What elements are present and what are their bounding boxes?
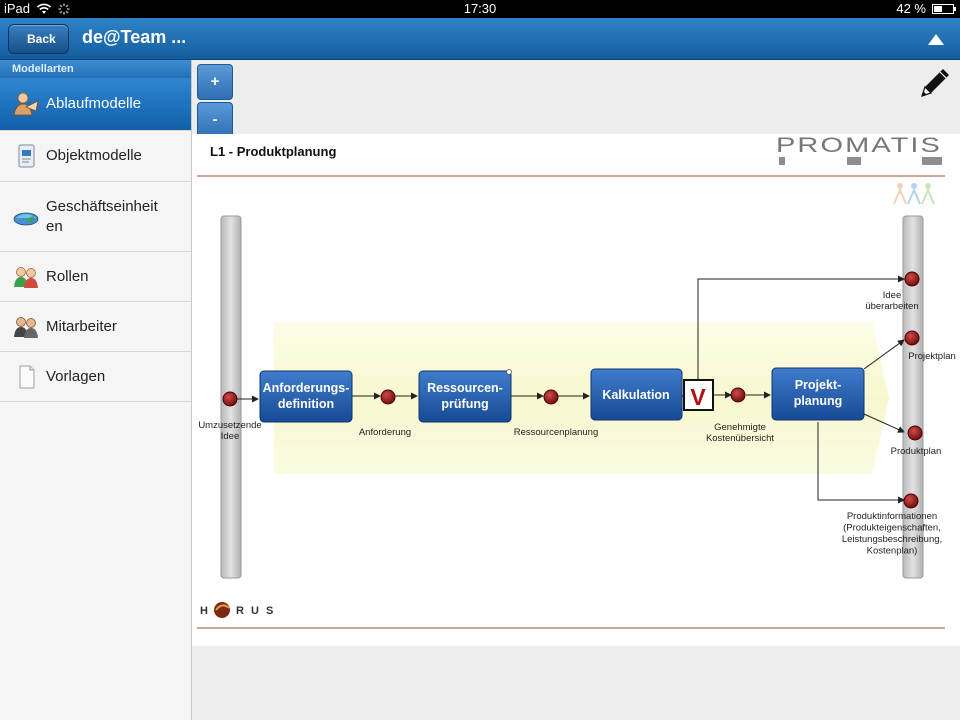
battery-icon <box>932 3 956 14</box>
event-label: Produktplan <box>891 446 942 457</box>
svg-text:H: H <box>200 605 210 617</box>
activity-spinner-icon <box>58 3 70 14</box>
sidebar-item-label: Mitarbeiter <box>46 317 117 335</box>
navigation-bar: Back de@Team ... <box>0 18 960 60</box>
wifi-icon <box>36 3 52 14</box>
end-boundary-bar <box>902 215 924 579</box>
event-anforderung[interactable]: Anforderung <box>359 389 411 438</box>
horus-logo: H R U S <box>200 602 275 618</box>
employees-icon <box>14 316 38 338</box>
event-label: Ressourcenplanung <box>514 427 599 438</box>
decision-symbol: V <box>690 384 706 410</box>
process-model-icon <box>13 92 39 116</box>
event-ressourcenplanung[interactable]: Ressourcenplanung <box>514 389 599 438</box>
sidebar: Modellarten Ablaufmodelle Objektmodelle … <box>0 60 192 720</box>
event-label: Anforderung <box>359 427 411 438</box>
sidebar-item-label: Ablaufmodelle <box>46 95 142 112</box>
sidebar-item-mitarbeiter[interactable]: Mitarbeiter <box>0 302 191 352</box>
activity-projektplanung[interactable]: Projekt-planung <box>771 367 865 421</box>
event-label: Projektplan <box>908 351 956 362</box>
promatis-logo: PROMATIS <box>776 134 942 165</box>
diagram-title: L1 - Produktplanung <box>210 144 336 159</box>
sidebar-item-vorlagen[interactable]: Vorlagen <box>0 352 191 402</box>
logo-text: PROMATIS <box>776 134 942 157</box>
diagram-canvas[interactable]: L1 - Produktplanung PROMATIS <box>192 134 960 646</box>
page-title: de@Team ... <box>82 27 187 47</box>
people-watermark-icon <box>893 183 935 205</box>
templates-icon <box>19 365 35 388</box>
collapse-arrow-icon[interactable] <box>928 34 944 45</box>
sidebar-item-rollen[interactable]: Rollen <box>0 252 191 302</box>
process-diagram: L1 - Produktplanung PROMATIS <box>197 134 956 629</box>
sidebar-item-ablaufmodelle[interactable]: Ablaufmodelle <box>0 78 191 131</box>
event-label: Produktinformationen(Produkteigenschafte… <box>842 511 942 557</box>
activity-label: Kalkulation <box>602 388 669 402</box>
activity-anforderungsdefinition[interactable]: Anforderungs-definition <box>259 370 353 423</box>
battery-percent: 42 % <box>896 1 926 16</box>
activity-label: Anforderungs-definition <box>263 381 350 411</box>
event-produktinformationen[interactable]: Produktinformationen(Produkteigenschafte… <box>842 493 942 557</box>
roles-icon <box>14 266 38 288</box>
sidebar-item-label: Rollen <box>46 267 89 285</box>
zoom-in-button[interactable]: + <box>197 64 233 100</box>
clock: 17:30 <box>463 1 497 16</box>
activity-label: Ressourcen-prüfung <box>427 381 503 411</box>
business-unit-icon <box>13 212 39 225</box>
status-bar: iPad 17:30 42 % <box>0 0 960 18</box>
marker-dot <box>506 369 512 375</box>
sidebar-item-label: Objektmodelle <box>46 147 142 164</box>
process-band <box>274 322 889 474</box>
object-model-icon <box>18 144 35 168</box>
device-label: iPad <box>4 1 31 16</box>
activity-label: Projekt-planung <box>794 378 843 408</box>
sidebar-header: Modellarten <box>0 60 191 78</box>
decision-box[interactable]: V <box>683 379 714 411</box>
pencil-icon[interactable] <box>916 64 954 102</box>
zoom-out-button[interactable]: - <box>197 102 233 138</box>
main-content: + - <box>192 60 960 720</box>
sidebar-item-label: Vorlagen <box>46 367 106 385</box>
activity-kalkulation[interactable]: Kalkulation <box>590 368 683 421</box>
event-produktplan[interactable]: Produktplan <box>891 425 942 457</box>
event-projektplan[interactable]: Projektplan <box>904 330 956 362</box>
svg-text:R U S: R U S <box>236 605 275 617</box>
activity-ressourcenpruefung[interactable]: Ressourcen-prüfung <box>418 369 512 423</box>
back-button[interactable]: Back <box>8 24 69 54</box>
sidebar-item-objektmodelle[interactable]: Objektmodelle <box>0 131 191 182</box>
